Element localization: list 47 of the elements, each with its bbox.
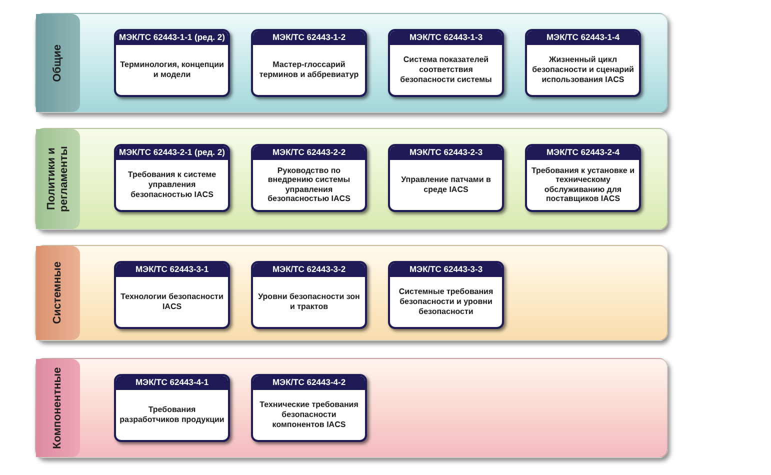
standard-number-header: МЭК/ТС 62443-2-4 [527, 146, 639, 160]
standard-card [388, 261, 504, 329]
standard-number-header: МЭК/ТС 62443-4-2 [253, 376, 365, 390]
standard-card [114, 261, 230, 329]
standard-description: Технологии безопасности IACS [120, 292, 224, 312]
standard-number-header: МЭК/ТС 62443-1-4 [527, 31, 639, 45]
standard-number-header: МЭК/ТС 62443-2-1 (ред. 2) [116, 146, 228, 160]
standard-description: Терминология, концепции и модели [119, 60, 225, 80]
standard-number-header: МЭК/ТС 62443-3-2 [253, 263, 365, 277]
standard-description: Жизненный цикл безопасности и сценарий использования IACS [531, 55, 635, 84]
standard-description: Технические требования безопасности компонентов IACS [258, 400, 360, 430]
standard-card [388, 29, 504, 97]
standard-card [525, 144, 641, 212]
standard-card [114, 29, 230, 97]
standard-card [525, 29, 641, 97]
standard-number-header: МЭК/ТС 62443-3-1 [116, 263, 228, 277]
standard-description: Уровни безопасности зон и трактов [257, 292, 361, 312]
standard-description: Требования к системе управления безопасностью IACS [126, 170, 218, 200]
standard-description: Системные требования безопасности и уровни безопасности [398, 287, 494, 316]
standard-description: Требования к установке и техническому обслуживанию для поставщиков IACS [530, 166, 636, 204]
category-band [35, 358, 668, 458]
category-band [35, 245, 668, 341]
standard-card [251, 374, 367, 442]
standard-number-header: МЭК/ТС 62443-1-2 [253, 31, 365, 45]
standard-number-header: МЭК/ТС 62443-2-2 [253, 146, 365, 160]
standard-description: Требования разработчиков продукции [119, 405, 225, 424]
standard-description: Система показателей соответствия безопасности системы [399, 55, 493, 84]
standard-number-header: МЭК/ТС 62443-1-3 [390, 31, 502, 45]
standard-card [251, 144, 367, 212]
standard-number-header: МЭК/ТС 62443-1-1 (ред. 2) [116, 31, 228, 45]
category-band [35, 13, 668, 113]
standard-card [251, 29, 367, 97]
standard-number-header: МЭК/ТС 62443-2-3 [390, 146, 502, 160]
standard-card [114, 144, 230, 212]
category-band [35, 128, 668, 230]
standard-description: Управление патчами в среде IACS [400, 175, 492, 194]
standard-number-header: МЭК/ТС 62443-3-3 [390, 263, 502, 277]
standard-card [114, 374, 230, 442]
category-tab: Компонентные [36, 359, 80, 457]
standard-description: Руководство по внедрению системы управления безопасностью IACS [266, 166, 352, 204]
category-tab: Системные [36, 246, 80, 340]
standard-number-header: МЭК/ТС 62443-4-1 [116, 376, 228, 390]
standard-description: Мастер-глоссарий терминов и аббревиатур [258, 60, 360, 80]
category-tab: Политики и регламенты [36, 129, 80, 229]
standard-card [388, 144, 504, 212]
category-tab: Общие [36, 14, 80, 112]
standard-card [251, 261, 367, 329]
